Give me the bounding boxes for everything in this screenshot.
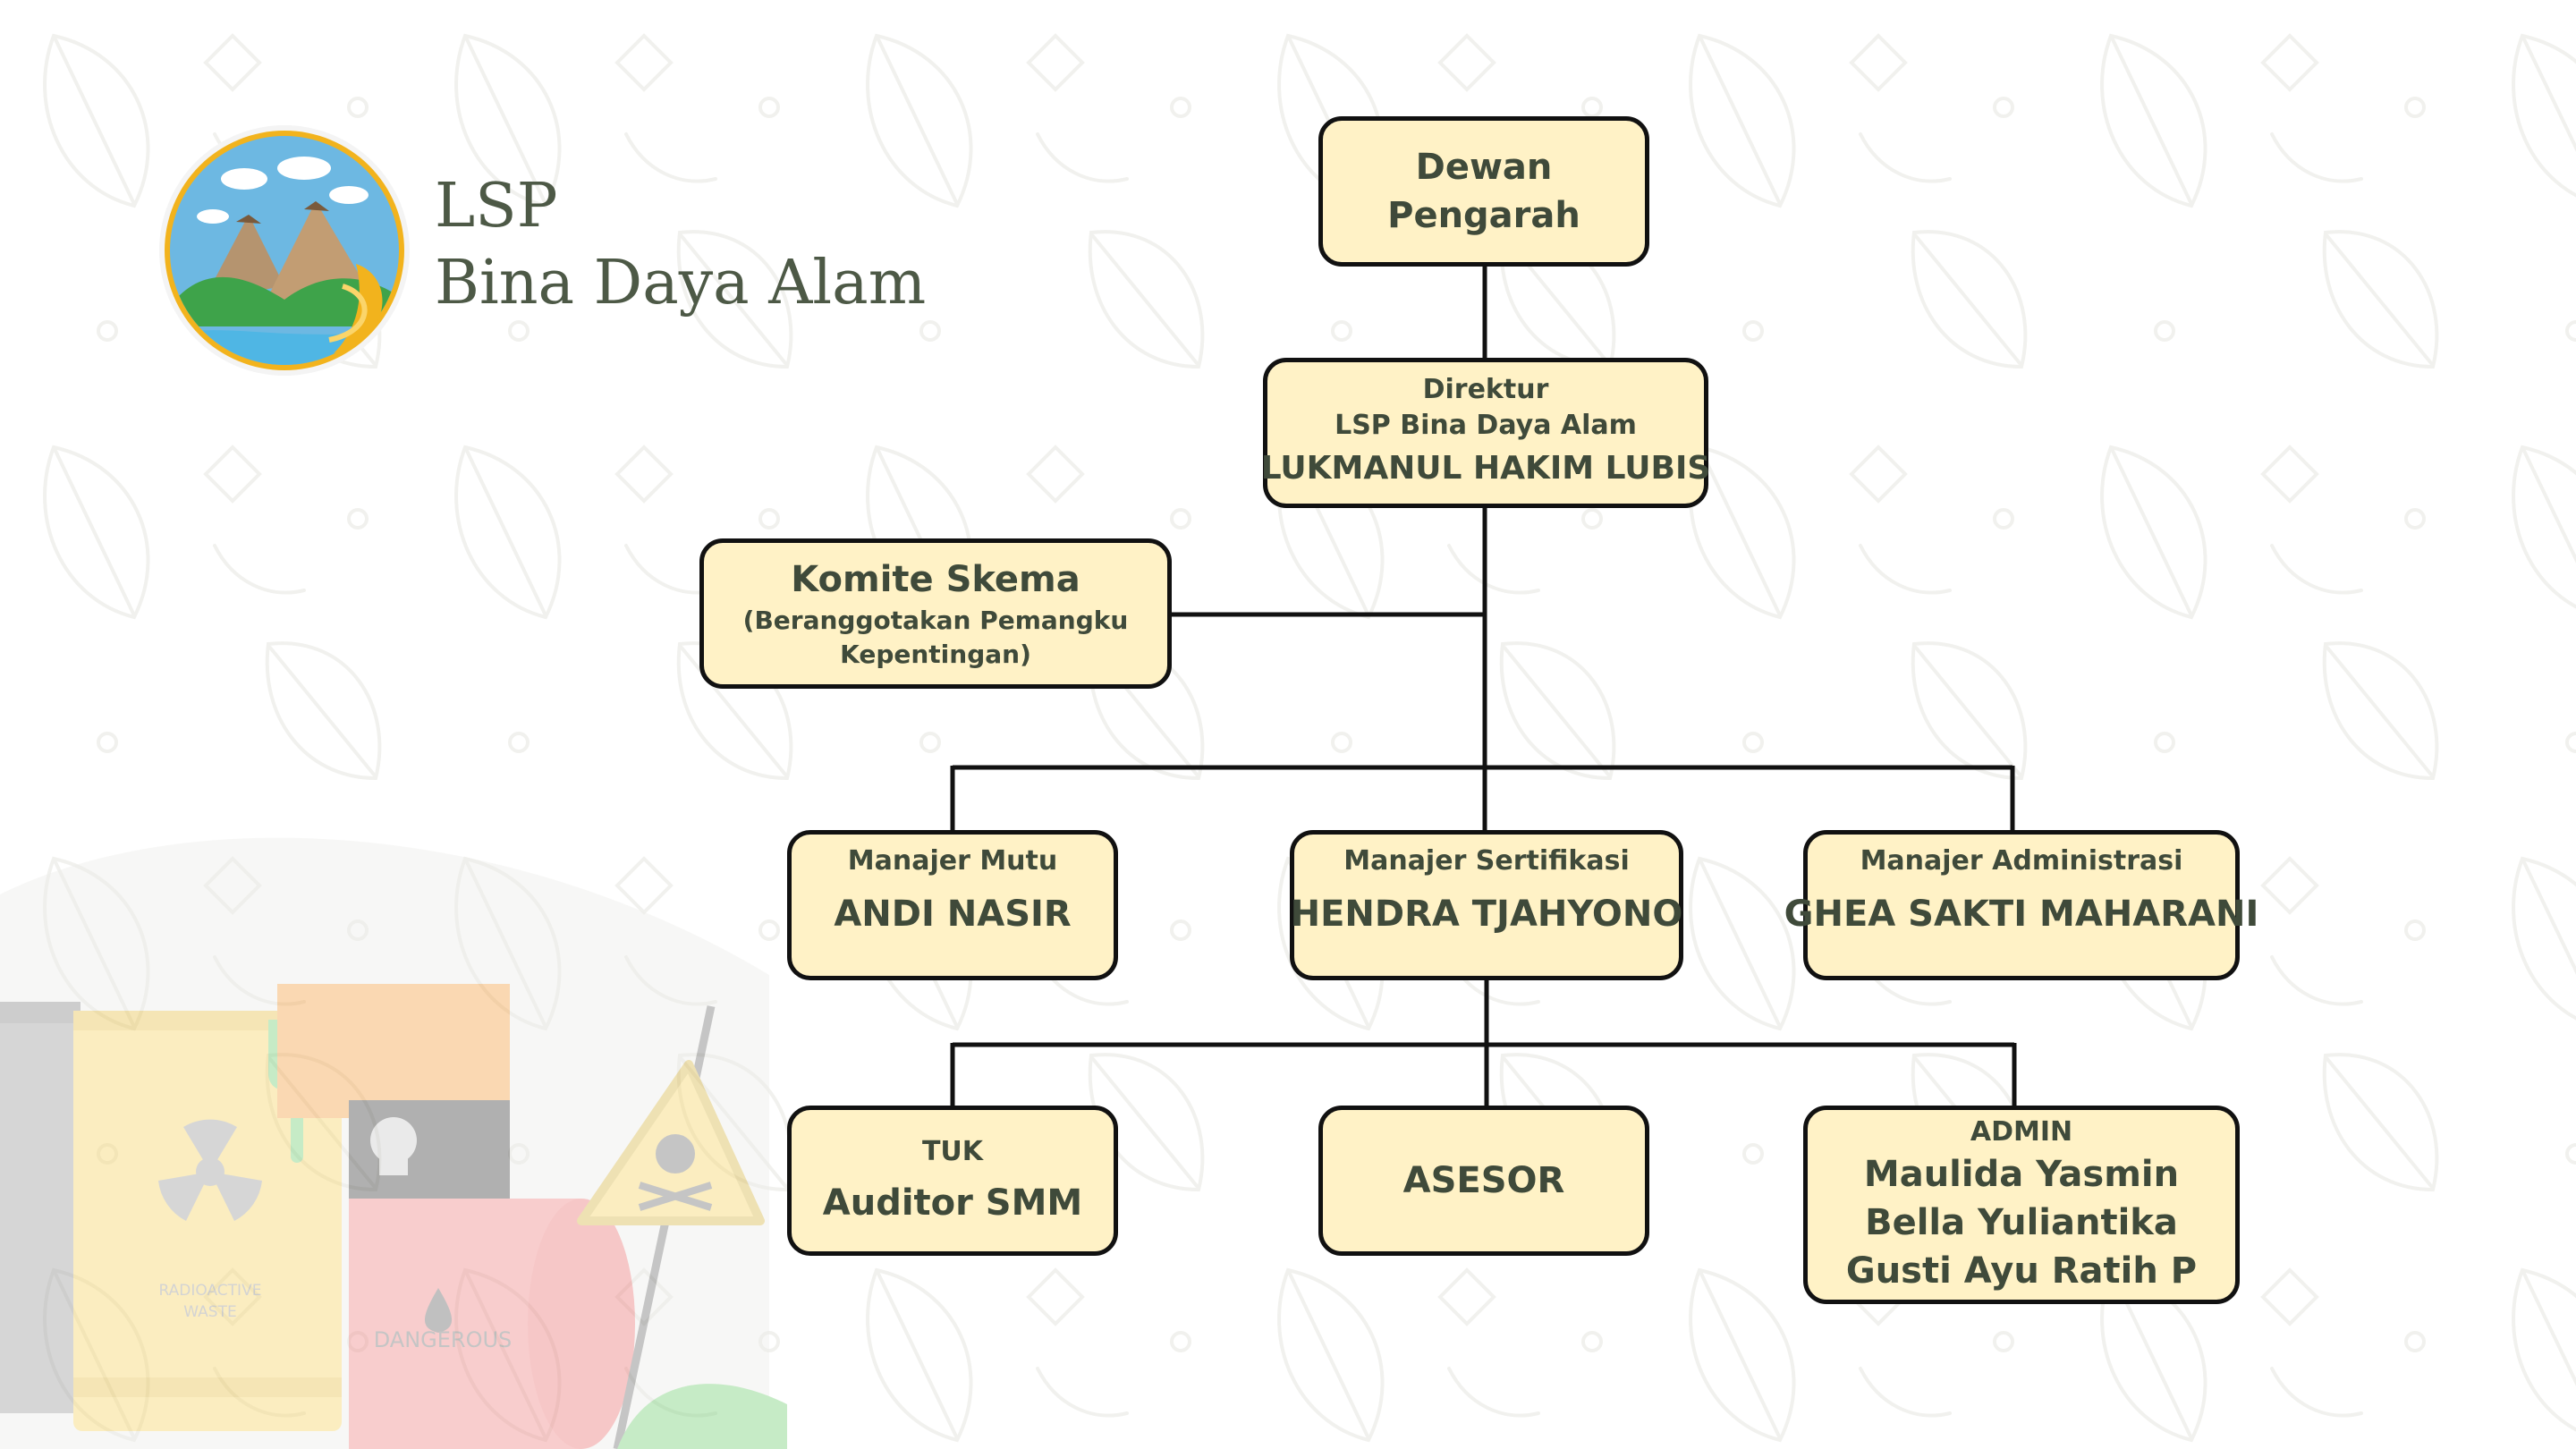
- radioactive-label-1: RADIOACTIVE: [159, 1282, 262, 1300]
- tuk-name: Auditor SMM: [822, 1182, 1083, 1224]
- tuk-role: TUK: [921, 1136, 984, 1167]
- brand-line-2: Bina Daya Alam: [435, 248, 927, 318]
- dangerous-label: DANGEROUS: [374, 1327, 513, 1352]
- node-komite-skema: Komite Skema (Beranggotakan Pemangku Kep…: [699, 538, 1172, 689]
- node-asesor: ASESOR: [1318, 1106, 1649, 1256]
- node-direktur: Direktur LSP Bina Daya Alam LUKMANUL HAK…: [1260, 358, 1711, 508]
- brand-name: LSP Bina Daya Alam: [435, 168, 926, 322]
- administrasi-name: GHEA SAKTI MAHARANI: [1784, 894, 2259, 935]
- radiation-icon: [158, 1119, 262, 1221]
- direktur-org: LSP Bina Daya Alam: [1335, 410, 1637, 441]
- sertifikasi-name: HENDRA TJAHYONO: [1290, 894, 1683, 935]
- node-tuk: TUK Auditor SMM: [787, 1106, 1118, 1256]
- dewan-line-1: Dewan: [1415, 147, 1553, 188]
- komite-note-1: (Beranggotakan Pemangku: [742, 606, 1129, 635]
- hazardous-waste-illustration: RADIOACTIVE WASTE DANGEROUS: [0, 837, 787, 1449]
- line-manager-bus: [950, 765, 2015, 834]
- red-barrel: DANGEROUS: [349, 1199, 635, 1449]
- node-dewan-pengarah: Dewan Pengarah: [1318, 116, 1649, 267]
- yellow-barrel: RADIOACTIVE WASTE: [73, 1011, 342, 1431]
- line-staff-bus: [950, 1042, 2017, 1107]
- admin-member: Bella Yuliantika: [1865, 1202, 2178, 1243]
- node-manajer-administrasi: Manajer Administrasi GHEA SAKTI MAHARANI: [1784, 830, 2258, 980]
- komite-title: Komite Skema: [791, 559, 1080, 600]
- admin-role: ADMIN: [1970, 1116, 2073, 1148]
- node-manajer-sertifikasi: Manajer Sertifikasi HENDRA TJAHYONO: [1290, 830, 1683, 980]
- admin-member: Gusti Ayu Ratih P: [1845, 1250, 2198, 1292]
- gray-barrel: [0, 1002, 80, 1413]
- node-manajer-mutu: Manajer Mutu ANDI NASIR: [787, 830, 1118, 980]
- droplet-icon: [424, 1288, 453, 1333]
- asesor-name: ASESOR: [1402, 1160, 1565, 1201]
- direktur-role: Direktur: [1422, 374, 1549, 405]
- administrasi-role: Manajer Administrasi: [1860, 845, 2183, 877]
- mutu-name: ANDI NASIR: [834, 894, 1072, 935]
- sertifikasi-role: Manajer Sertifikasi: [1343, 845, 1630, 877]
- direktur-name: LUKMANUL HAKIM LUBIS: [1260, 450, 1711, 487]
- dewan-line-2: Pengarah: [1387, 195, 1580, 236]
- skull-icon: [370, 1117, 417, 1175]
- admin-member: Maulida Yasmin: [1863, 1154, 2180, 1195]
- green-ground: [617, 1384, 787, 1449]
- radioactive-label-2: WASTE: [183, 1303, 236, 1321]
- komite-note-2: Kepentingan): [840, 640, 1031, 669]
- node-admin: ADMIN Maulida Yasmin Bella Yuliantika Gu…: [1803, 1106, 2240, 1304]
- brand-block: LSP Bina Daya Alam: [150, 116, 1045, 394]
- lsp-bina-daya-alam-logo-icon: [159, 125, 410, 376]
- brand-line-1: LSP: [435, 171, 558, 242]
- mutu-role: Manajer Mutu: [847, 845, 1058, 877]
- warning-sign-icon: [577, 1005, 765, 1449]
- orange-barrel: [277, 984, 510, 1216]
- green-slime: [268, 1020, 349, 1163]
